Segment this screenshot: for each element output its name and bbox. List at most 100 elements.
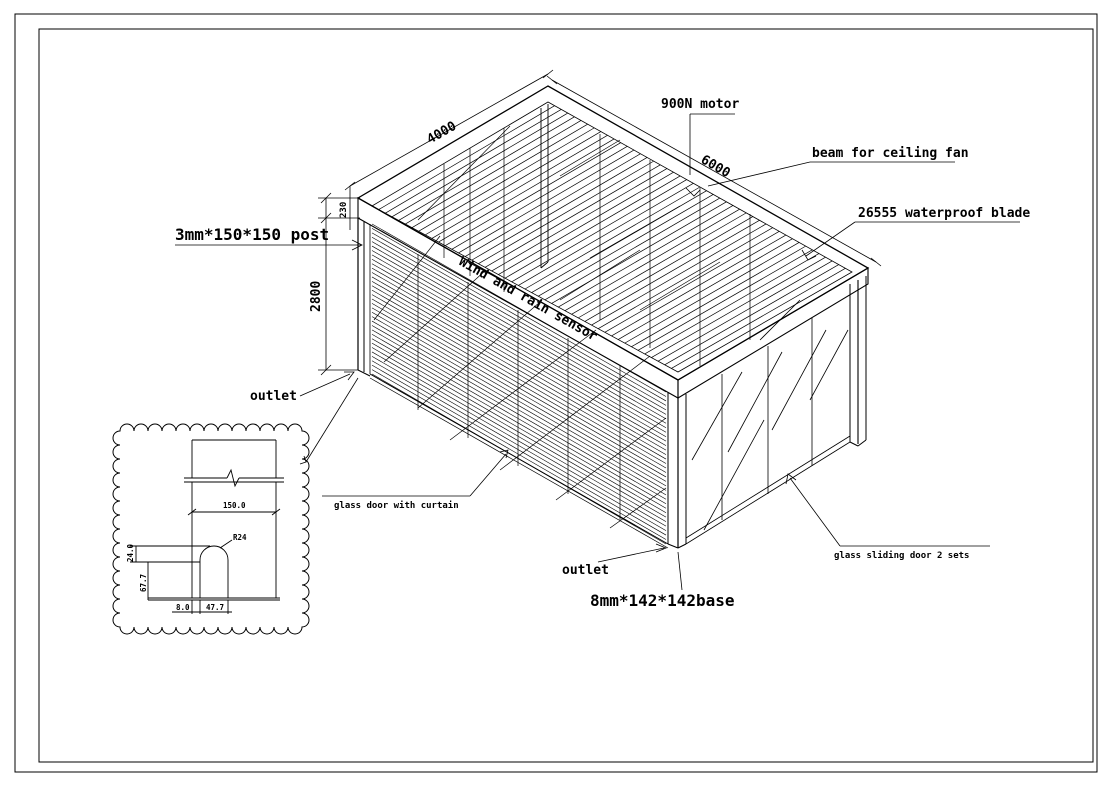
roof-louvre-blade <box>504 175 681 279</box>
roof-louvre-blade <box>544 197 721 301</box>
curtain-slat <box>371 298 667 469</box>
roof-louvre-blade <box>584 219 760 322</box>
detail-slot-width-label: 47.7 <box>206 603 224 612</box>
roof-inner-frame <box>371 101 853 373</box>
curtain-slat <box>371 329 667 500</box>
roof-louvre-blade <box>558 205 734 308</box>
dim-beam-height-label: 230 <box>339 202 349 218</box>
detail-slot-height-label: 67.7 <box>139 574 148 592</box>
curtain-slat <box>371 294 667 464</box>
roof-louvre-blade <box>385 109 562 214</box>
inner-frame <box>38 28 1094 763</box>
curtain-slat <box>371 263 667 433</box>
roof-louvre-blade <box>518 183 694 286</box>
roof-louvre-blade <box>551 201 727 304</box>
motor-label: 900N motor <box>661 97 739 112</box>
curtain-slat <box>371 254 667 424</box>
curtain-slat <box>371 232 667 402</box>
roof-louvre-blade <box>604 231 780 333</box>
dim-post-height-label: 2800 <box>309 281 324 312</box>
detail-top-offset-label: 24.0 <box>126 543 135 562</box>
dim-width-label: 6000 <box>698 152 733 181</box>
roof-louvre-blade <box>491 168 668 272</box>
roof-louvre-blade <box>578 216 754 319</box>
curtain-slat <box>371 338 667 509</box>
curtain-slat <box>371 334 667 505</box>
roof-louvre-blade <box>444 142 621 246</box>
roof-louvre-blade <box>617 238 793 340</box>
roof-louvre-blade <box>425 131 602 236</box>
dim-length-label: 4000 <box>425 119 460 148</box>
curtain-slat <box>371 360 667 531</box>
curtain-slat <box>371 342 667 513</box>
roof-louvre-blade <box>411 123 588 228</box>
roof-reflection-line <box>559 139 621 177</box>
curtain-slat <box>371 356 667 527</box>
base-label: 8mm*142*142base <box>590 591 735 610</box>
roof-louvre-blade <box>431 134 608 239</box>
roof-louvre-blade <box>418 127 595 232</box>
glass-sliding-door-label: glass sliding door 2 sets <box>834 550 969 561</box>
post-label: 3mm*150*150 post <box>175 225 329 244</box>
curtain-slat <box>371 281 667 451</box>
outer-frame <box>14 13 1098 773</box>
ceiling-fan-beam-label: beam for ceiling fan <box>812 146 969 161</box>
curtain-slat <box>371 347 667 518</box>
roof-louvres <box>378 105 846 369</box>
revision-cloud <box>112 423 310 635</box>
post-front-left <box>357 218 371 377</box>
roof-louvre-blade <box>398 116 575 221</box>
roof-louvre-blade <box>458 149 635 254</box>
detail-radius-label: R24 <box>233 533 247 542</box>
roof-louvre-blade <box>484 164 661 268</box>
roof-louvre-blade <box>631 245 806 348</box>
roof-louvre-blade <box>498 171 674 275</box>
curtain-slat <box>371 267 667 437</box>
curtain-slat <box>371 351 667 522</box>
curtain-slat <box>371 320 667 491</box>
roof-louvre-blade <box>564 208 740 311</box>
dimension-lines <box>318 69 882 376</box>
roof-louvre-blade <box>471 157 648 261</box>
curtain-slat <box>371 325 667 496</box>
curtain-slat <box>371 228 667 397</box>
curtain-slat <box>371 272 667 442</box>
roof-reflection-line <box>589 205 681 259</box>
detail-width-label: 150.0 <box>223 501 246 510</box>
roof-louvre-blade <box>451 146 628 250</box>
roof-reflection-line <box>417 125 511 221</box>
side-glass-doors <box>685 299 851 545</box>
roof-louvre-blade <box>511 179 687 283</box>
curtain-slat <box>371 369 667 540</box>
roof-louvre-blade <box>464 153 641 257</box>
roof-louvre-blade <box>624 242 800 344</box>
roof-louvre-blade <box>405 120 582 225</box>
roof-reflection-line <box>559 249 641 301</box>
roof-louvre-blade <box>531 190 707 293</box>
glass-door-curtain-label: glass door with curtain <box>334 500 459 511</box>
waterproof-blade-label: 26555 waterproof blade <box>858 206 1030 221</box>
roof-reflection-line <box>639 261 721 311</box>
curtain-slat <box>371 307 667 478</box>
pergola-structure <box>356 85 870 549</box>
post-back-right <box>849 276 867 447</box>
roof-louvre-blade <box>478 160 654 265</box>
detail-left-offset-label: 8.0 <box>176 603 190 612</box>
roof-louvre-blade <box>591 223 767 326</box>
curtain-slat <box>371 289 667 460</box>
front-curtain-slats <box>371 223 667 545</box>
curtain-slat <box>371 316 667 487</box>
roof-louvre-blade <box>651 256 826 358</box>
outlet-left-label: outlet <box>250 389 297 404</box>
curtain-slat <box>371 236 667 406</box>
roof-louvre-blade <box>671 268 846 369</box>
post-front-right <box>667 392 687 549</box>
curtain-slat <box>371 250 667 420</box>
curtain-slat <box>371 245 667 415</box>
roof-louvre-blade <box>637 249 813 351</box>
roof-louvre-blade <box>524 186 701 290</box>
detail-callout: 150.0 R24 24.0 67.7 8.0 47.7 <box>112 423 310 635</box>
right-beam <box>677 267 869 399</box>
outlet-bottom-label: outlet <box>562 563 609 578</box>
curtain-slat <box>371 364 667 536</box>
